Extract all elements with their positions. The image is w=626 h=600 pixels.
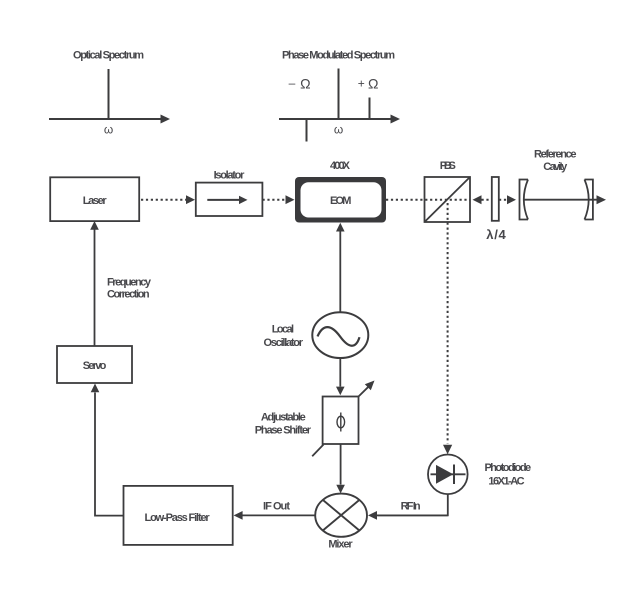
- svg-text:RF In: RF In: [401, 501, 421, 513]
- svg-text:Correction: Correction: [107, 288, 150, 300]
- svg-text:Ω: Ω: [368, 75, 378, 91]
- svg-text:Low-Pass Filter: Low-Pass Filter: [145, 512, 211, 524]
- svg-text:–: –: [289, 76, 296, 90]
- svg-text:IF Out: IF Out: [263, 501, 290, 513]
- svg-text:Photodiode: Photodiode: [484, 462, 531, 474]
- svg-text:ω: ω: [334, 123, 343, 137]
- svg-text:Phase Modulated Spectrum: Phase Modulated Spectrum: [282, 50, 395, 62]
- svg-text:400X: 400X: [330, 160, 351, 172]
- svg-text:Adjustable: Adjustable: [261, 412, 306, 424]
- svg-text:λ/4: λ/4: [486, 227, 506, 242]
- svg-text:Oscillator: Oscillator: [264, 337, 304, 349]
- svg-text:Frequency: Frequency: [107, 277, 152, 289]
- svg-text:Ω: Ω: [300, 75, 310, 91]
- svg-text:ω: ω: [104, 123, 113, 137]
- svg-text:Optical Spectrum: Optical Spectrum: [73, 50, 144, 62]
- svg-text:EOM: EOM: [330, 195, 352, 207]
- svg-text:Cavity: Cavity: [543, 161, 568, 173]
- svg-text:PBS: PBS: [440, 160, 456, 172]
- svg-text:Laser: Laser: [83, 195, 108, 207]
- svg-text:Mixer: Mixer: [328, 539, 353, 551]
- svg-text:Local: Local: [272, 323, 294, 335]
- svg-text:16X1-AC: 16X1-AC: [488, 476, 524, 488]
- svg-text:+: +: [358, 77, 365, 91]
- svg-text:Isolator: Isolator: [214, 169, 245, 181]
- svg-text:Reference: Reference: [534, 149, 577, 161]
- svg-text:Servo: Servo: [83, 360, 107, 372]
- svg-text:Phase Shifter: Phase Shifter: [255, 425, 312, 437]
